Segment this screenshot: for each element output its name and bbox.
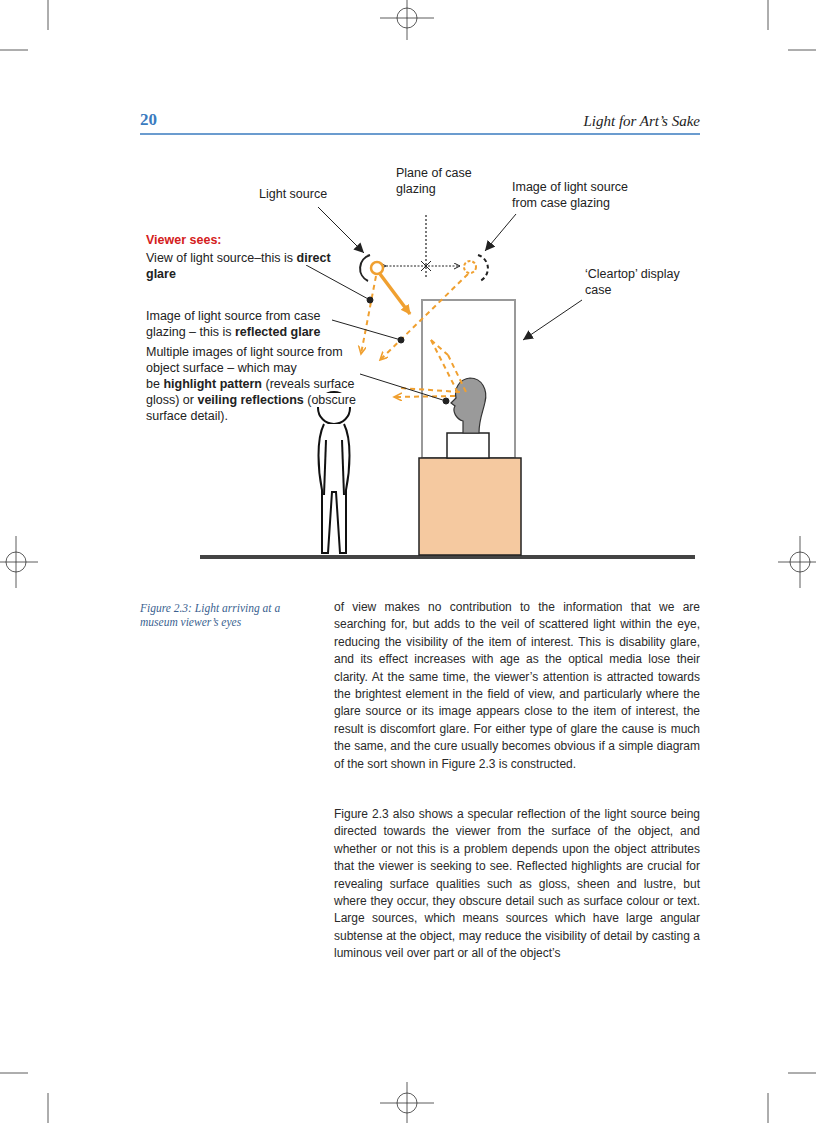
highlight-note: highlight pattern xyxy=(163,377,262,391)
plinth xyxy=(447,433,489,458)
glazing-plane xyxy=(425,215,426,278)
direct-glare-note-group: View of light source–this isdirect glare xyxy=(146,250,351,282)
image-label-group: Image of light source from case glazing xyxy=(512,179,652,211)
head-sculpture xyxy=(451,378,486,433)
body-paragraph-group: Figure 2.3 also shows a specular reflect… xyxy=(334,806,700,963)
mirror-tick xyxy=(421,261,431,271)
leader-lines xyxy=(306,207,582,404)
reflected-glare-note-group: Image of light source from case glazing … xyxy=(146,308,351,340)
viewer-heading-group: Viewer sees: xyxy=(146,232,222,248)
direct-ray xyxy=(380,274,410,314)
viewer-figure xyxy=(318,392,350,553)
body-paragraph: Figure 2.3 also shows a specular reflect… xyxy=(334,807,700,960)
display-case xyxy=(422,300,515,458)
direct-glare-note: View of light source–this is xyxy=(146,251,293,265)
case-label-group: ‘Cleartop’ display case xyxy=(585,266,695,298)
page-number: 20 xyxy=(140,110,157,129)
figure-caption-group: Figure 2.3: Light arriving at a museum v… xyxy=(140,601,300,629)
body-paragraph: of view makes no contribution to the inf… xyxy=(334,600,700,771)
running-head: Light for Art’s Sake xyxy=(583,113,700,129)
glazing-label-group: Plane of case glazing xyxy=(396,165,488,197)
source-label-group: Light source xyxy=(259,186,327,202)
running-head-group: Light for Art’s Sake xyxy=(450,113,700,129)
light-source xyxy=(360,255,383,281)
light-rays xyxy=(361,274,468,397)
image-label: Image of light source from case glazing xyxy=(512,180,628,210)
page-number-group: 20 xyxy=(140,112,157,128)
highlight-note-group: Multiple images of light source from obj… xyxy=(146,344,358,424)
source-label: Light source xyxy=(259,187,327,201)
source-image xyxy=(464,255,488,281)
viewer-heading: Viewer sees: xyxy=(146,233,222,247)
body-paragraph-group: of view makes no contribution to the inf… xyxy=(334,599,700,773)
pedestal xyxy=(419,458,521,555)
case-label: ‘Cleartop’ display case xyxy=(585,267,680,297)
reflected-glare-note: reflected glare xyxy=(235,325,320,339)
figure-caption: Figure 2.3: Light arriving at a museum v… xyxy=(140,602,280,628)
highlight-note: veiling reflections xyxy=(197,393,303,407)
mirror-distance xyxy=(386,266,460,267)
glazing-label: Plane of case glazing xyxy=(396,166,472,196)
header-rule xyxy=(140,133,700,135)
